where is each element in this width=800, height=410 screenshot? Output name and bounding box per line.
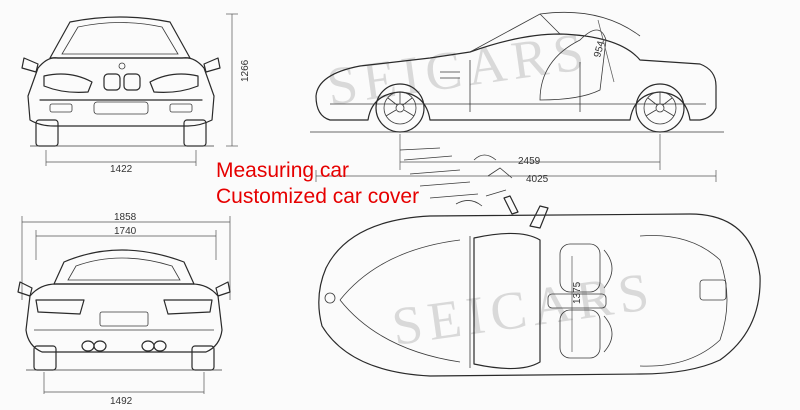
wheelbase-label: 2459 (518, 156, 541, 167)
rear-view: 1858 1740 1492 (17, 212, 231, 407)
top-view: 1375 (318, 195, 761, 377)
watermark-bottom: SEICARS (388, 261, 658, 357)
overall-length-label: 4025 (526, 174, 549, 185)
seat-height-label: 954 (592, 39, 607, 58)
callout-customized-cover: Customized car cover (216, 185, 420, 208)
rear-mirror-width-label: 1740 (114, 226, 137, 237)
callout-measuring-car: Measuring car (216, 159, 350, 182)
rear-track-label: 1492 (110, 396, 133, 407)
rear-body-width-label: 1858 (114, 212, 137, 223)
front-height-label: 1266 (240, 59, 251, 82)
interior-length-label: 1375 (572, 281, 583, 304)
sketch-fragments (399, 147, 513, 207)
front-track-label: 1422 (110, 164, 133, 175)
side-view: 954 2459 4025 (310, 11, 724, 185)
front-view: 1266 1422 (21, 13, 251, 175)
watermark-top: SEICARS (323, 21, 593, 117)
